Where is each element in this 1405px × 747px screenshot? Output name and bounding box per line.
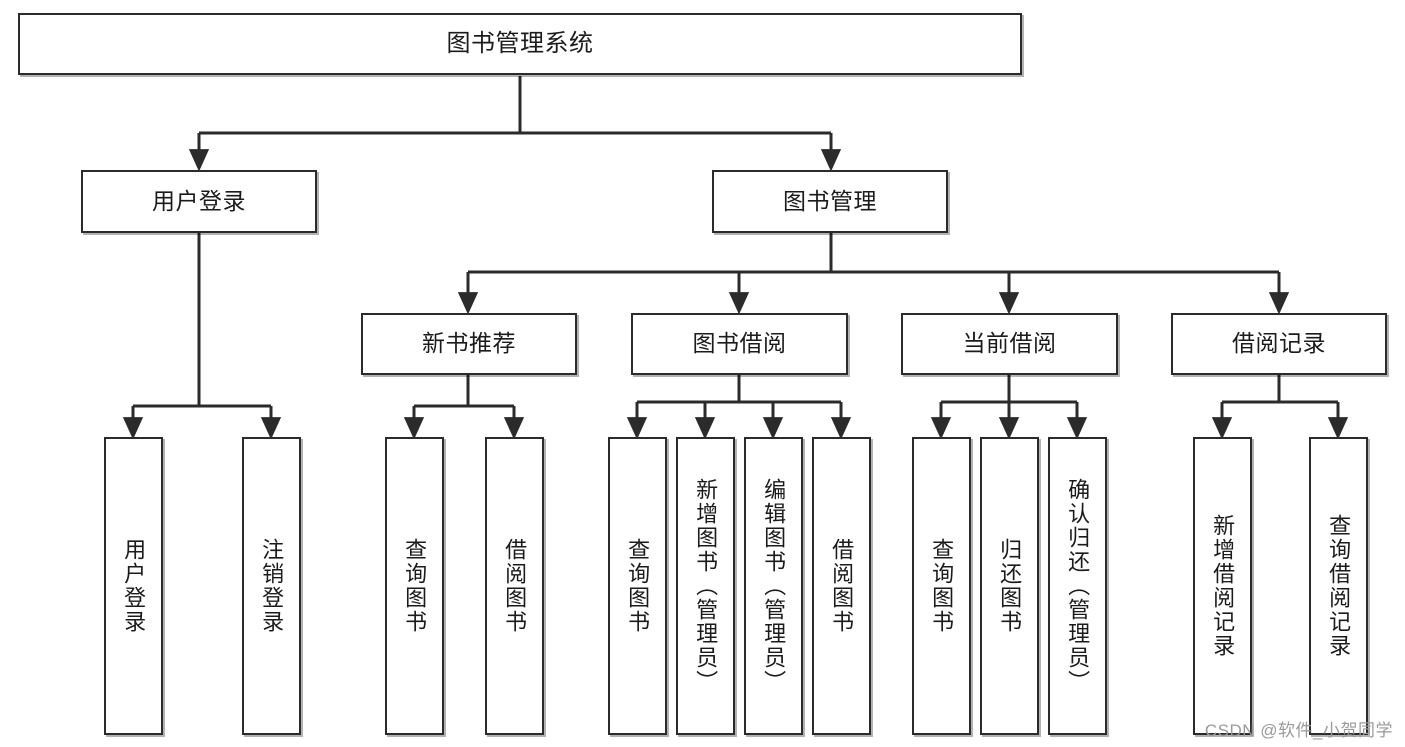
leaf-user-login-login-label: 用户登录 [121, 538, 147, 634]
leaf-book-borrow-edit-book[interactable]: 编辑图书（管理员） [744, 437, 803, 735]
leaf-borrow-record-query-record-label: 查询借阅记录 [1326, 514, 1352, 658]
node-root-system[interactable]: 图书管理系统 [18, 13, 1022, 75]
node-current-borrow[interactable]: 当前借阅 [901, 313, 1118, 375]
leaf-borrow-record-query-record[interactable]: 查询借阅记录 [1309, 437, 1368, 735]
leaf-book-borrow-query-book-label: 查询图书 [625, 538, 651, 634]
leaf-user-login-login[interactable]: 用户登录 [104, 437, 163, 735]
node-current-borrow-label: 当前借阅 [962, 330, 1057, 357]
node-new-book-recommend[interactable]: 新书推荐 [361, 313, 577, 375]
leaf-new-book-borrow-book-label: 借阅图书 [502, 538, 528, 634]
leaf-borrow-record-add-record-label: 新增借阅记录 [1210, 514, 1236, 658]
leaf-user-login-logout[interactable]: 注销登录 [242, 437, 301, 735]
leaf-borrow-record-add-record[interactable]: 新增借阅记录 [1193, 437, 1252, 735]
node-user-login-label: 用户登录 [152, 187, 246, 214]
node-user-login[interactable]: 用户登录 [81, 170, 317, 233]
leaf-current-borrow-query-book[interactable]: 查询图书 [912, 437, 971, 735]
node-book-manage[interactable]: 图书管理 [712, 170, 948, 233]
leaf-current-borrow-return-book[interactable]: 归还图书 [980, 437, 1039, 735]
leaf-new-book-query-book[interactable]: 查询图书 [385, 437, 444, 735]
leaf-book-borrow-add-book[interactable]: 新增图书（管理员） [676, 437, 735, 735]
node-borrow-record-label: 借阅记录 [1232, 330, 1326, 357]
leaf-new-book-borrow-book[interactable]: 借阅图书 [485, 437, 544, 735]
leaf-book-borrow-add-book-label: 新增图书（管理员） [693, 478, 719, 694]
leaf-current-borrow-return-book-label: 归还图书 [997, 538, 1023, 634]
node-borrow-record[interactable]: 借阅记录 [1171, 313, 1387, 375]
node-book-manage-label: 图书管理 [783, 187, 877, 214]
leaf-current-borrow-confirm-return-label: 确认归还（管理员） [1065, 478, 1091, 694]
leaf-current-borrow-query-book-label: 查询图书 [929, 538, 955, 634]
node-root-system-label: 图书管理系统 [446, 29, 594, 57]
leaf-book-borrow-borrow-book[interactable]: 借阅图书 [812, 437, 871, 735]
leaf-book-borrow-edit-book-label: 编辑图书（管理员） [761, 478, 787, 694]
leaf-book-borrow-query-book[interactable]: 查询图书 [608, 437, 667, 735]
leaf-current-borrow-confirm-return[interactable]: 确认归还（管理员） [1048, 437, 1107, 735]
node-new-book-recommend-label: 新书推荐 [422, 330, 516, 357]
leaf-user-login-logout-label: 注销登录 [259, 538, 285, 634]
csdn-watermark: CSDN @软件_小贺同学 [1204, 721, 1393, 740]
leaf-book-borrow-borrow-book-label: 借阅图书 [829, 538, 855, 634]
node-book-borrow-label: 图书借阅 [692, 330, 787, 357]
node-book-borrow[interactable]: 图书借阅 [631, 313, 848, 375]
leaf-new-book-query-book-label: 查询图书 [402, 538, 428, 634]
